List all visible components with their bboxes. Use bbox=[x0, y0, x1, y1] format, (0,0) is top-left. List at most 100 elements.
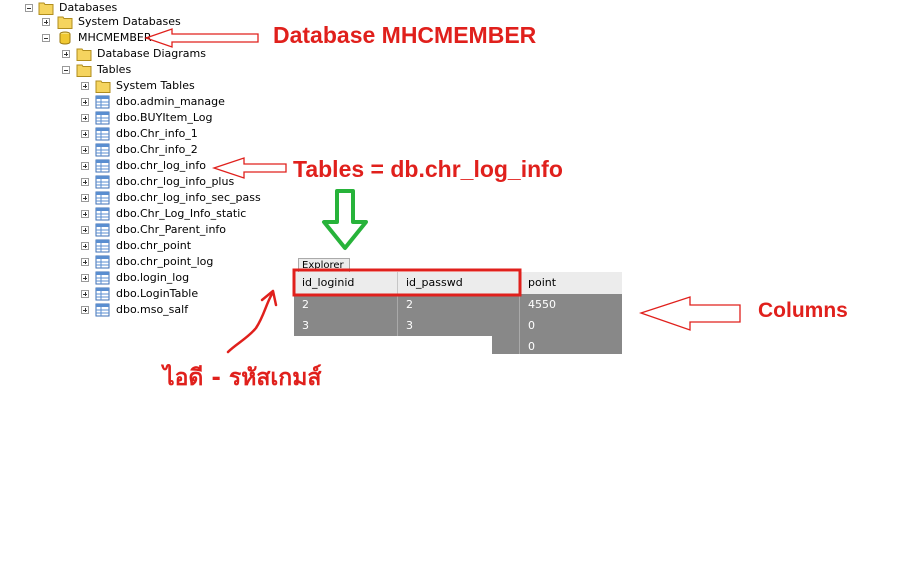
tree-node-label: dbo.admin_manage bbox=[116, 95, 225, 108]
expand-icon[interactable] bbox=[81, 242, 89, 250]
folder-icon bbox=[76, 48, 92, 61]
grid-cell[interactable]: 0 bbox=[528, 319, 535, 332]
tree-node-label: dbo.BUYItem_Log bbox=[116, 111, 213, 124]
tree-node-database-diagrams[interactable]: Database Diagrams bbox=[0, 46, 206, 62]
tree-node-label: dbo.chr_point_log bbox=[116, 255, 214, 268]
tree-node-system-databases[interactable]: System Databases bbox=[0, 14, 181, 30]
table-icon bbox=[95, 287, 110, 301]
expand-icon[interactable] bbox=[81, 82, 89, 90]
expand-icon[interactable] bbox=[81, 290, 89, 298]
annotation-columns: Columns bbox=[758, 299, 848, 322]
tree-node-label: System Databases bbox=[78, 15, 181, 28]
tree-node-table[interactable]: dbo.Chr_info_2 bbox=[0, 142, 230, 158]
collapse-icon[interactable] bbox=[25, 4, 33, 12]
tree-node-label: dbo.Chr_Parent_info bbox=[116, 223, 227, 236]
expand-icon[interactable] bbox=[81, 98, 89, 106]
grid-cell[interactable]: 2 bbox=[294, 294, 398, 315]
column-header-id-loginid[interactable]: id_loginid bbox=[294, 272, 398, 294]
database-icon bbox=[59, 31, 71, 45]
expand-icon[interactable] bbox=[81, 258, 89, 266]
collapse-icon[interactable] bbox=[62, 66, 70, 74]
expand-icon[interactable] bbox=[81, 114, 89, 122]
tree-node-tables[interactable]: Tables bbox=[0, 62, 140, 78]
grid-header-row: id_loginid id_passwd point bbox=[294, 272, 622, 295]
tree-node-table[interactable]: dbo.BUYItem_Log bbox=[0, 110, 230, 126]
folder-icon bbox=[76, 64, 92, 77]
tree-node-table[interactable]: dbo.admin_manage bbox=[0, 94, 230, 110]
grid-cell[interactable]: 2 bbox=[398, 294, 520, 315]
tree-node-system-tables[interactable]: System Tables bbox=[0, 78, 200, 94]
table-icon bbox=[95, 271, 110, 285]
object-explorer-tree: Databases System Databases MHCMEMBER Dat… bbox=[0, 0, 280, 330]
expand-icon[interactable] bbox=[81, 178, 89, 186]
grid-cell[interactable]: 3 bbox=[294, 315, 398, 336]
tree-node-mhcmember[interactable]: MHCMEMBER bbox=[0, 30, 152, 46]
explorer-tab[interactable]: Explorer bbox=[298, 258, 350, 272]
tree-node-label: dbo.Chr_Log_Info_static bbox=[116, 207, 247, 220]
table-icon bbox=[95, 255, 110, 269]
tree-node-table[interactable]: dbo.chr_log_info_plus bbox=[0, 174, 234, 190]
expand-icon[interactable] bbox=[81, 306, 89, 314]
arrow-down-icon bbox=[322, 189, 368, 250]
expand-icon[interactable] bbox=[81, 226, 89, 234]
table-icon bbox=[95, 239, 110, 253]
table-icon bbox=[95, 111, 110, 125]
tree-node-label: dbo.chr_log_info bbox=[116, 159, 206, 172]
tree-node-table[interactable]: dbo.Chr_Log_Info_static bbox=[0, 206, 260, 222]
expand-icon[interactable] bbox=[42, 18, 50, 26]
tree-node-label: dbo.chr_log_info_sec_pass bbox=[116, 191, 261, 204]
tree-node-table[interactable]: dbo.mso_salf bbox=[0, 302, 200, 318]
arrow-left-icon bbox=[638, 296, 741, 331]
table-icon bbox=[95, 159, 110, 173]
tree-node-label: dbo.mso_salf bbox=[116, 303, 189, 316]
tree-node-table[interactable]: dbo.LoginTable bbox=[0, 286, 200, 302]
results-grid-panel: Explorer id_loginid id_passwd point 2 2 … bbox=[294, 258, 622, 354]
expand-icon[interactable] bbox=[81, 274, 89, 282]
annotation-tables: Tables = db.chr_log_info bbox=[293, 156, 563, 182]
grid-cell[interactable]: 4550 bbox=[528, 298, 556, 311]
table-row[interactable]: 3 3 0 bbox=[294, 315, 622, 336]
folder-icon bbox=[57, 16, 73, 29]
tree-node-table[interactable]: dbo.chr_point_log bbox=[0, 254, 220, 270]
grid-cell[interactable]: 0 bbox=[528, 340, 535, 353]
expand-icon[interactable] bbox=[81, 130, 89, 138]
annotation-database: Database MHCMEMBER bbox=[273, 22, 537, 48]
table-row[interactable]: 2 2 4550 bbox=[294, 294, 622, 315]
expand-icon[interactable] bbox=[81, 162, 89, 170]
tree-node-label: dbo.LoginTable bbox=[116, 287, 199, 300]
tree-node-label: dbo.Chr_info_1 bbox=[116, 127, 198, 140]
tree-node-table[interactable]: dbo.Chr_Parent_info bbox=[0, 222, 230, 238]
folder-icon bbox=[38, 2, 54, 15]
tree-node-table[interactable]: dbo.chr_log_info bbox=[0, 158, 230, 174]
collapse-icon[interactable] bbox=[42, 34, 50, 42]
tree-node-table[interactable]: dbo.chr_point bbox=[0, 238, 200, 254]
grid-cropped-area bbox=[294, 336, 492, 354]
folder-icon bbox=[95, 80, 111, 93]
expand-icon[interactable] bbox=[62, 50, 70, 58]
table-icon bbox=[95, 127, 110, 141]
expand-icon[interactable] bbox=[81, 146, 89, 154]
tree-node-table[interactable]: dbo.chr_log_info_sec_pass bbox=[0, 190, 261, 206]
column-header-point[interactable]: point bbox=[528, 276, 557, 289]
table-icon bbox=[95, 175, 110, 189]
tree-node-label: dbo.chr_point bbox=[116, 239, 192, 252]
table-icon bbox=[95, 207, 110, 221]
tree-node-label: Tables bbox=[97, 63, 132, 76]
tree-node-label: System Tables bbox=[116, 79, 195, 92]
tree-node-label: dbo.login_log bbox=[116, 271, 190, 284]
expand-icon[interactable] bbox=[81, 194, 89, 202]
tree-node-label: MHCMEMBER bbox=[78, 31, 152, 44]
tree-node-table[interactable]: dbo.login_log bbox=[0, 270, 200, 286]
expand-icon[interactable] bbox=[81, 210, 89, 218]
tree-node-databases[interactable]: Databases bbox=[0, 0, 130, 16]
column-header-id-passwd[interactable]: id_passwd bbox=[398, 272, 520, 294]
grid-cell[interactable] bbox=[398, 336, 520, 354]
grid-cell[interactable]: 3 bbox=[398, 315, 520, 336]
results-grid: id_loginid id_passwd point 2 2 4550 3 3 … bbox=[294, 272, 622, 354]
table-icon bbox=[95, 303, 110, 317]
table-icon bbox=[95, 143, 110, 157]
tree-node-label: Databases bbox=[59, 1, 118, 14]
tree-node-table[interactable]: dbo.Chr_info_1 bbox=[0, 126, 230, 142]
table-icon bbox=[95, 223, 110, 237]
table-icon bbox=[95, 191, 110, 205]
